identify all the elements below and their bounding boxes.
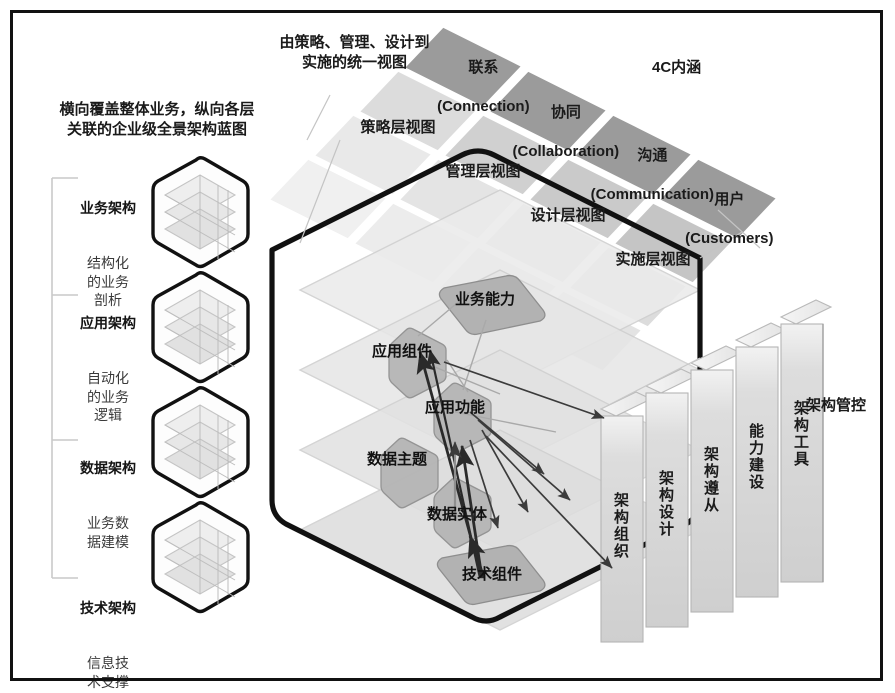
label-4c-connection: 联系 (Connection) xyxy=(415,38,535,136)
hexcap-data-title: 数据架构 xyxy=(80,459,136,476)
hexcap-business-desc: 结构化 的业务 剖析 xyxy=(87,255,129,309)
label-4c-collaboration-en: (Collaboration) xyxy=(512,142,620,160)
label-application-function: 应用功能 xyxy=(425,399,486,416)
label-4c-communication-cn: 沟通 xyxy=(637,146,668,164)
hexcap-data-desc: 业务数 据建模 xyxy=(87,515,129,550)
cube-nodes-shapes xyxy=(380,274,546,606)
label-application-component: 应用组件 xyxy=(372,343,433,360)
label-data-entity: 数据实体 xyxy=(427,506,488,523)
note-4c-heading: 4C内涵 xyxy=(652,59,702,76)
left-hexagon-stack xyxy=(151,156,250,614)
label-4c-customers: 用户 (Customers) xyxy=(655,170,787,268)
hexcap-technology: 技术架构 信息技 术支撑 xyxy=(62,562,154,693)
hexcap-application-desc: 自动化 的业务 逻辑 xyxy=(87,370,129,424)
hexagon-business-architecture xyxy=(151,156,250,269)
label-4c-communication-en: (Communication) xyxy=(590,185,714,203)
leader-lines xyxy=(299,94,761,259)
label-4c-customers-cn: 用户 xyxy=(714,190,745,208)
note-left-heading: 横向覆盖整体业务，纵向各层 关联的企业级全景架构蓝图 xyxy=(59,101,255,139)
label-view-strategy: 策略层视图 xyxy=(360,119,436,136)
hexcap-technology-desc: 信息技 术支撑 xyxy=(87,655,129,690)
note-top-heading: 由策略、管理、设计到 实施的统一视图 xyxy=(279,34,430,72)
node-relation-lines xyxy=(416,291,613,579)
label-4c-collaboration-cn: 协同 xyxy=(550,103,581,121)
label-panel-architecture-organization: 架构组织 xyxy=(612,492,629,560)
label-data-subject: 数据主题 xyxy=(367,451,428,468)
label-view-implementation: 实施层视图 xyxy=(615,251,691,268)
node-shape-data-subject xyxy=(380,437,439,509)
right-governance-panels xyxy=(599,299,833,643)
label-4c-customers-en: (Customers) xyxy=(685,229,774,247)
tile-4c-communication xyxy=(571,112,695,198)
tile-4c-customers xyxy=(656,156,780,242)
label-panel-architecture-tools: 架构工具 xyxy=(792,400,809,468)
label-technology-component: 技术组件 xyxy=(462,566,523,583)
label-panel-architecture-compliance: 架构遵从 xyxy=(702,446,719,514)
hexcap-data: 数据架构 业务数 据建模 xyxy=(62,422,154,588)
left-bracket xyxy=(51,177,78,579)
hexcap-technology-title: 技术架构 xyxy=(80,599,136,616)
node-shape-technology-component xyxy=(436,544,546,606)
label-4c-connection-cn: 联系 xyxy=(468,58,499,76)
tile-view-strategy xyxy=(356,68,480,154)
hexcap-business: 业务架构 结构化 的业务 剖析 xyxy=(62,162,154,347)
tile-4c-connection xyxy=(401,24,525,110)
hexcap-application-title: 应用架构 xyxy=(80,314,136,331)
hexcap-business-title: 业务架构 xyxy=(80,199,136,216)
label-4c-collaboration: 协同 (Collaboration) xyxy=(490,83,625,181)
label-4c-communication: 沟通 (Communication) xyxy=(570,126,718,224)
label-4c-connection-en: (Connection) xyxy=(437,97,530,115)
label-view-management: 管理层视图 xyxy=(445,163,521,180)
label-panel-capability-building: 能力建设 xyxy=(747,423,764,491)
node-shape-business-capability xyxy=(438,274,546,336)
label-business-capability: 业务能力 xyxy=(455,291,516,308)
hexagon-data-architecture xyxy=(151,386,250,499)
hexagon-technology-architecture xyxy=(151,501,250,614)
hexcap-application: 应用架构 自动化 的业务 逻辑 xyxy=(62,277,154,462)
label-view-design: 设计层视图 xyxy=(530,207,606,224)
hexagon-application-architecture xyxy=(151,271,250,384)
tile-4c-collaboration xyxy=(486,68,610,154)
label-architecture-governance: 架构管控 xyxy=(806,397,867,414)
label-panel-architecture-design: 架构设计 xyxy=(657,470,674,538)
